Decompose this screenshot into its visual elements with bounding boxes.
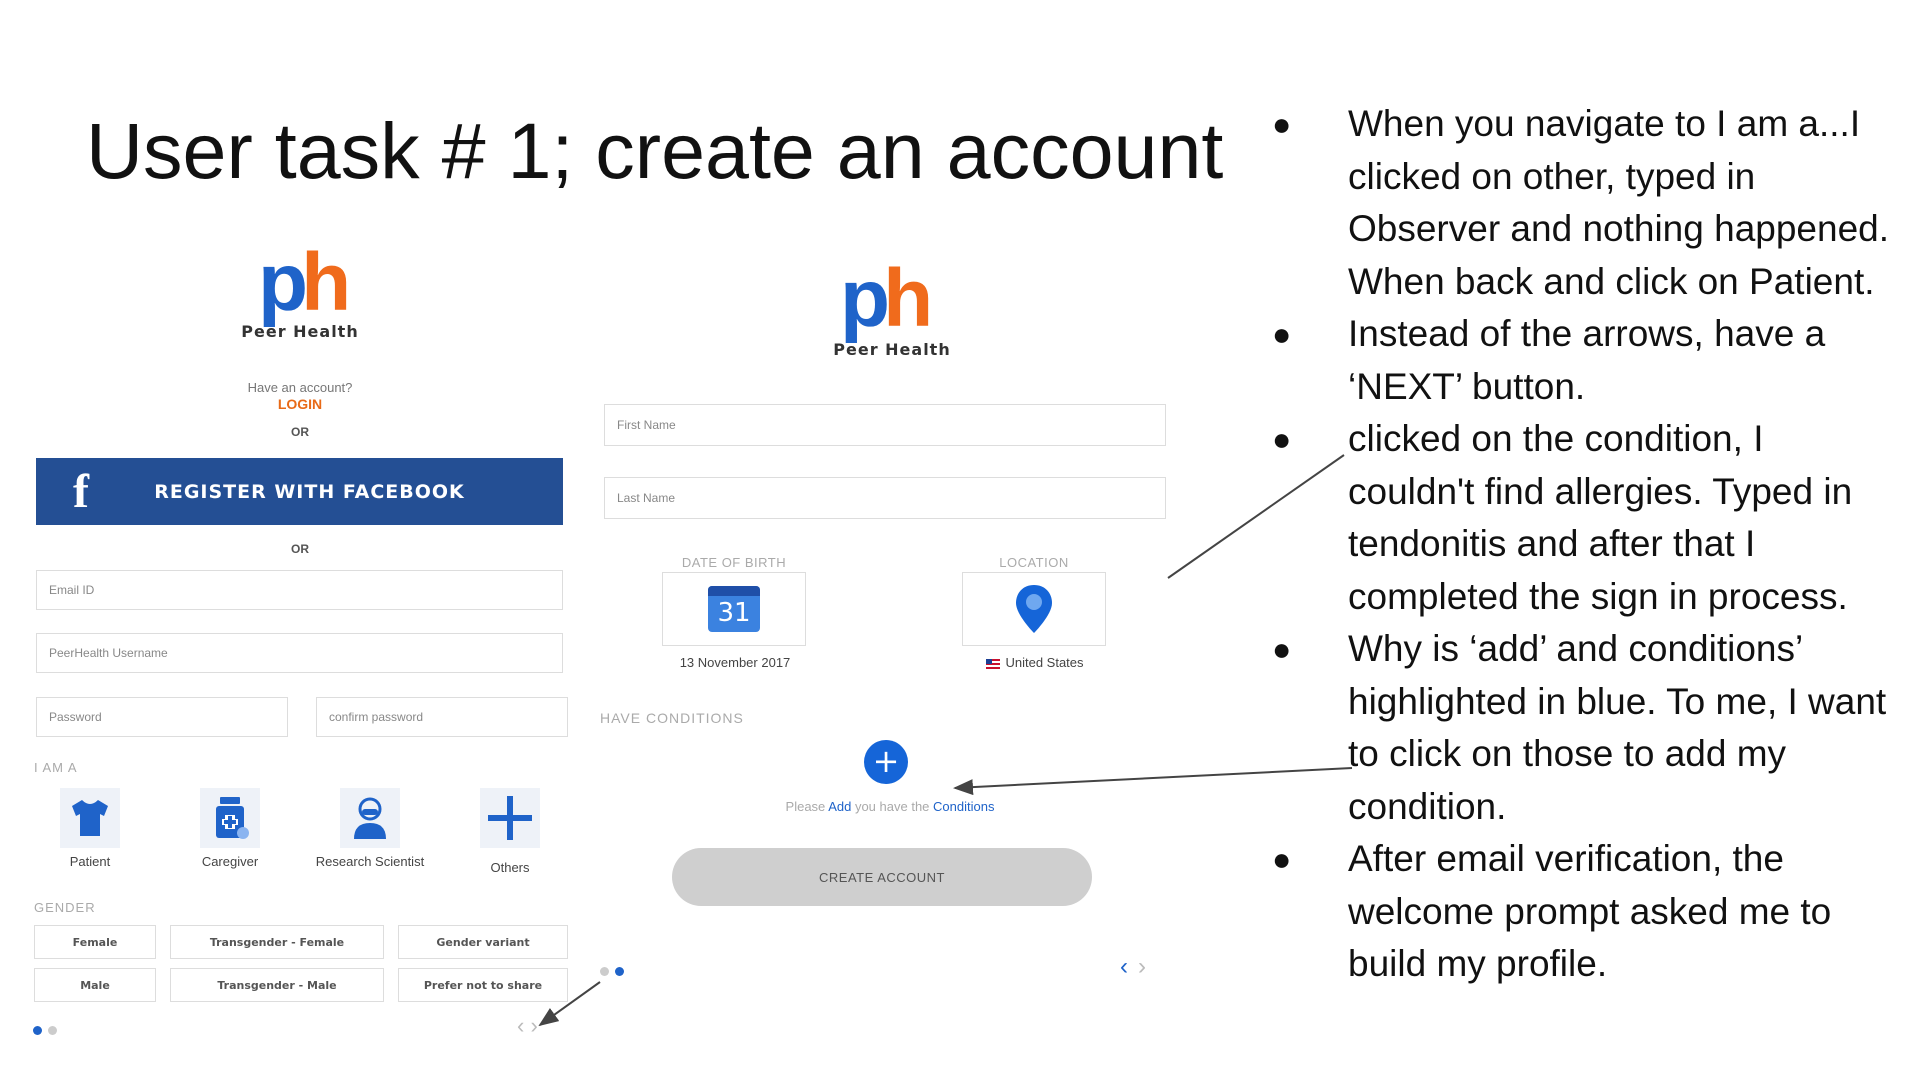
brand-name: Peer Health [833, 340, 951, 359]
logo-letter-p: p [840, 253, 890, 344]
hint-add-link[interactable]: Add [828, 799, 852, 814]
gender-option-prefer-not-to-share[interactable]: Prefer not to share [398, 968, 568, 1002]
next-arrow-icon[interactable]: › [1138, 953, 1146, 980]
peer-health-logo: ph [258, 242, 351, 324]
bullet-icon: ● [1272, 631, 1292, 667]
page-dot-active [33, 1026, 42, 1035]
prev-arrow-icon[interactable]: ‹ [1120, 953, 1128, 980]
note-item: ● When you navigate to I am a...I clicked… [1270, 98, 1900, 308]
note-text: Why is ‘add’ and conditions’ highlighted… [1348, 628, 1887, 827]
role-others[interactable]: Others [450, 788, 570, 875]
note-item: ● After email verification, the welcome p… [1270, 833, 1900, 991]
email-field [36, 570, 563, 610]
location-picker[interactable] [962, 572, 1106, 646]
next-arrow-icon[interactable]: › [530, 1013, 538, 1038]
note-text: After email verification, the welcome pr… [1348, 838, 1832, 984]
plus-icon [480, 788, 540, 848]
location-label: LOCATION [999, 555, 1069, 570]
last-name-input[interactable] [605, 478, 1165, 518]
register-with-facebook-button[interactable]: f REGISTER WITH FACEBOOK [36, 458, 563, 525]
confirm-password-field [316, 697, 568, 737]
role-label: Research Scientist [315, 854, 425, 869]
username-field [36, 633, 563, 673]
location-value: United States [940, 655, 1130, 670]
facebook-icon: f [73, 465, 89, 518]
role-patient[interactable]: Patient [30, 788, 150, 869]
gender-option-variant[interactable]: Gender variant [398, 925, 568, 959]
logo-letter-p: p [258, 237, 308, 328]
email-input[interactable] [37, 571, 562, 609]
pager-arrows: ‹› [1120, 953, 1146, 981]
note-item: ● Instead of the arrows, have a ‘NEXT’ bu… [1270, 308, 1900, 413]
pager-arrows: ‹ › [517, 1013, 538, 1039]
username-input[interactable] [37, 634, 562, 672]
i-am-a-label: I AM A [34, 760, 78, 775]
register-screen-left: ph Peer Health Have an account? LOGIN OR… [0, 230, 590, 1050]
hint-text: Please [785, 799, 826, 814]
login-link[interactable]: LOGIN [277, 396, 323, 412]
brand-name: Peer Health [241, 322, 359, 341]
date-of-birth-picker[interactable]: 31 [662, 572, 806, 646]
gender-label: GENDER [34, 900, 96, 915]
register-screen-middle: ph Peer Health DATE OF BIRTH 31 13 Novem… [600, 250, 1180, 1010]
bullet-icon: ● [1272, 106, 1292, 142]
confirm-password-input[interactable] [317, 698, 567, 736]
bullet-icon: ● [1272, 841, 1292, 877]
page-indicator [600, 963, 630, 981]
first-name-input[interactable] [605, 405, 1165, 445]
add-condition-button[interactable]: + [864, 740, 908, 784]
hint-conditions-link[interactable]: Conditions [933, 799, 995, 814]
page-dot [600, 967, 609, 976]
role-caregiver[interactable]: Caregiver [170, 788, 290, 869]
gender-option-female[interactable]: Female [34, 925, 156, 959]
note-text: clicked on the condition, I couldn't fin… [1348, 418, 1853, 617]
location-pin-icon [1016, 585, 1052, 633]
peer-health-logo: ph [840, 258, 933, 340]
slide-title: User task # 1; create an account [86, 106, 1224, 195]
tshirt-icon [60, 788, 120, 848]
gender-option-transgender-female[interactable]: Transgender - Female [170, 925, 384, 959]
role-label: Caregiver [201, 854, 259, 869]
logo-letter-h: h [883, 253, 933, 344]
password-field [36, 697, 288, 737]
or-divider: OR [291, 542, 309, 556]
conditions-hint: Please Add you have the Conditions [690, 799, 1090, 814]
page-dot-active [615, 967, 624, 976]
calendar-day: 31 [717, 598, 751, 628]
calendar-icon: 31 [708, 586, 760, 632]
feedback-notes-list: ● When you navigate to I am a...I clicked… [1270, 98, 1900, 991]
us-flag-icon [986, 658, 1001, 669]
gender-option-male[interactable]: Male [34, 968, 156, 1002]
or-divider: OR [291, 425, 309, 439]
prev-arrow-icon[interactable]: ‹ [517, 1013, 525, 1038]
facebook-button-label: REGISTER WITH FACEBOOK [154, 480, 465, 503]
logo-letter-h: h [301, 237, 351, 328]
note-item: ● Why is ‘add’ and conditions’ highlighte… [1270, 623, 1900, 833]
page-dot [48, 1026, 57, 1035]
have-account-text: Have an account? [247, 380, 353, 395]
date-of-birth-label: DATE OF BIRTH [681, 555, 787, 570]
role-label: Others [490, 860, 530, 875]
gender-option-transgender-male[interactable]: Transgender - Male [170, 968, 384, 1002]
role-label: Patient [69, 854, 111, 869]
conditions-label: HAVE CONDITIONS [600, 710, 744, 726]
medicine-bottle-icon [200, 788, 260, 848]
role-research-scientist[interactable]: Research Scientist [310, 788, 430, 869]
date-of-birth-value: 13 November 2017 [679, 655, 791, 670]
note-text: Instead of the arrows, have a ‘NEXT’ but… [1348, 313, 1826, 407]
page-indicator [33, 1022, 63, 1040]
first-name-field [604, 404, 1166, 446]
password-input[interactable] [37, 698, 287, 736]
hint-text: you have the [854, 799, 930, 814]
bullet-icon: ● [1272, 316, 1292, 352]
last-name-field [604, 477, 1166, 519]
location-value-text: United States [1005, 655, 1084, 670]
scientist-icon [340, 788, 400, 848]
note-text: When you navigate to I am a...I clicked … [1348, 103, 1890, 302]
create-account-button[interactable]: CREATE ACCOUNT [672, 848, 1092, 906]
bullet-icon: ● [1272, 421, 1292, 457]
note-item: ● clicked on the condition, I couldn't fi… [1270, 413, 1900, 623]
